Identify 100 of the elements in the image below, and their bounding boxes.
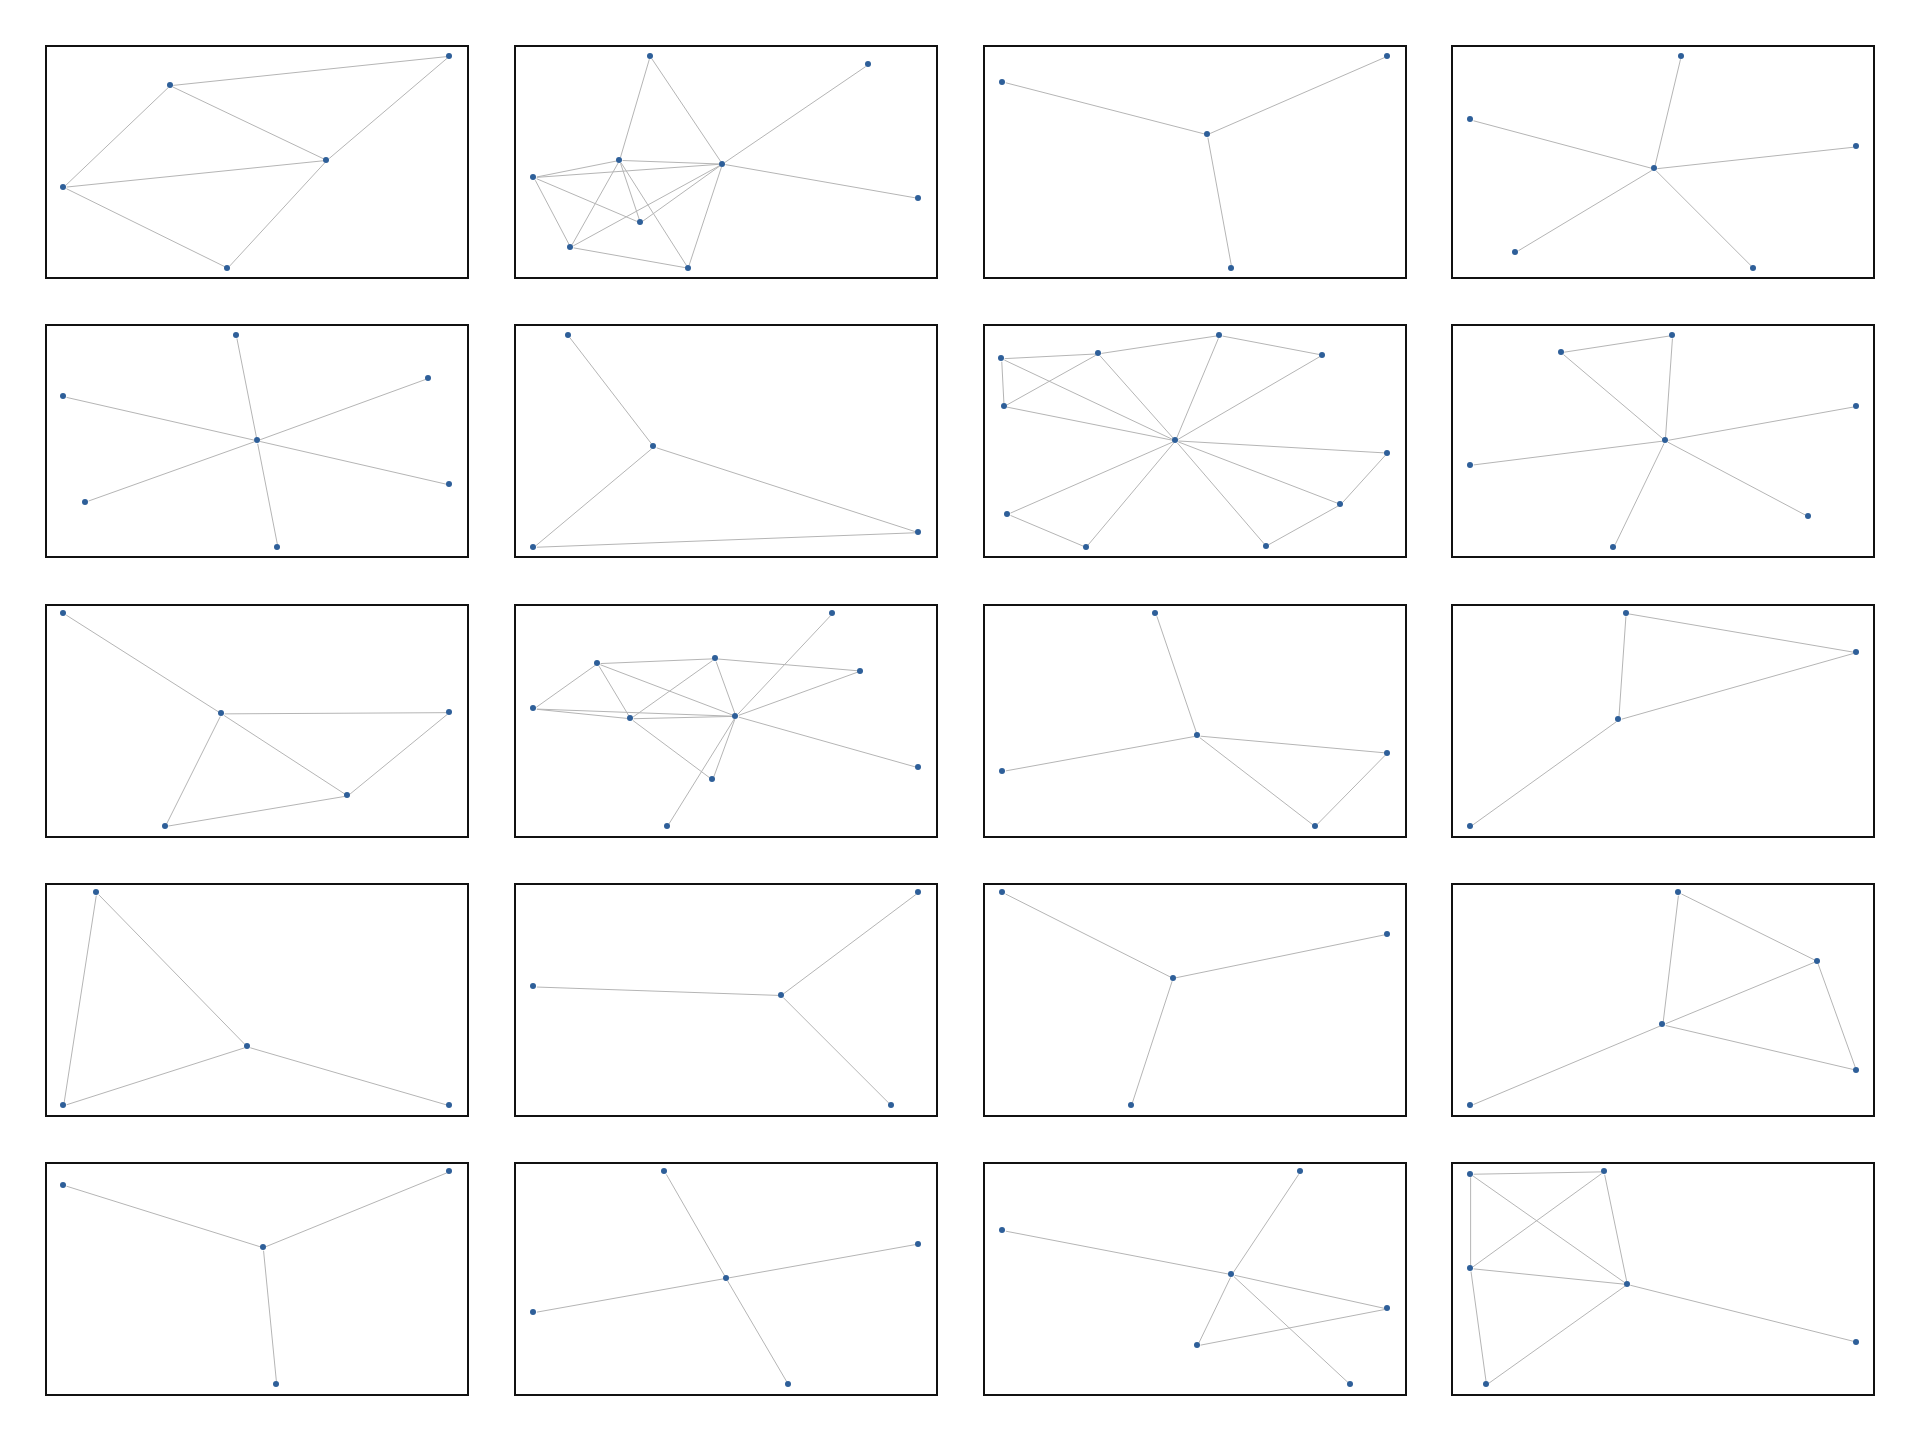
graph-node	[999, 889, 1006, 896]
graph-node	[718, 160, 725, 167]
edge-line	[1665, 961, 1815, 1025]
graph-node	[1152, 609, 1159, 616]
graph-node	[564, 332, 571, 338]
graph-node	[344, 792, 351, 799]
edge-line	[651, 58, 722, 163]
graph-node	[1467, 1102, 1474, 1109]
edge-line	[724, 164, 916, 199]
graph-node	[1228, 1271, 1235, 1278]
graph-node	[1813, 957, 1820, 964]
edge-line	[1207, 137, 1232, 266]
graph-node	[914, 194, 921, 201]
edge-line	[620, 162, 688, 267]
graph-node	[1615, 716, 1622, 723]
edge-line	[1099, 355, 1174, 440]
graph-panel	[1451, 1162, 1875, 1396]
graph-node	[1852, 649, 1859, 656]
edge-line	[1817, 963, 1856, 1068]
graph-node	[785, 1381, 792, 1388]
edge-line	[1177, 441, 1339, 504]
graph-node	[684, 264, 691, 271]
edge-line	[656, 447, 916, 533]
edge-line	[536, 163, 720, 178]
graph-panel	[514, 324, 938, 559]
edge-line	[536, 708, 734, 717]
graph-node	[1852, 1066, 1859, 1073]
edge-line	[1006, 406, 1174, 441]
graph-node	[864, 61, 871, 68]
edge-line	[632, 720, 711, 779]
graph-node	[445, 481, 452, 488]
edge-line	[536, 1278, 724, 1313]
graph-node	[445, 1102, 452, 1109]
graph-node	[530, 543, 537, 550]
edge-line	[620, 162, 640, 221]
edge-line	[172, 56, 447, 86]
graph-node	[998, 355, 1005, 362]
edge-line	[619, 58, 650, 159]
edge-line	[668, 718, 735, 825]
edge-line	[1100, 335, 1218, 354]
graph-panel	[45, 45, 469, 280]
graph-node	[627, 715, 634, 722]
edge-line	[259, 378, 427, 441]
graph-node	[1623, 1280, 1630, 1287]
graph-node	[530, 983, 537, 990]
edge-line	[535, 664, 596, 708]
graph-node	[616, 156, 623, 163]
edge-line	[1473, 1268, 1625, 1285]
graph-node	[1467, 1265, 1474, 1272]
edge-line	[1563, 354, 1664, 440]
graph-node	[82, 498, 89, 505]
graph-node	[1172, 437, 1178, 444]
edge-line	[534, 179, 570, 246]
graph-panel	[514, 45, 938, 280]
edge-line	[1001, 361, 1005, 405]
edge-line	[1342, 454, 1386, 503]
edge-line	[1488, 1285, 1626, 1384]
edge-line	[65, 188, 226, 268]
edge-line	[1156, 615, 1198, 734]
edge-line	[349, 714, 448, 795]
graph-node	[1805, 513, 1812, 520]
edge-line	[1629, 1284, 1854, 1342]
edge-line	[572, 165, 721, 247]
edge-line	[236, 337, 258, 439]
graph-node	[999, 767, 1006, 774]
graph-node	[218, 710, 225, 717]
edge-line	[1662, 895, 1679, 1023]
edge-line	[724, 66, 867, 163]
graph-node	[1650, 165, 1657, 172]
edge-line	[665, 1173, 726, 1277]
edge-line	[1473, 1171, 1602, 1175]
graph-panel	[1451, 882, 1875, 1117]
edge-line	[1005, 735, 1196, 772]
graph-node	[224, 264, 231, 271]
edge-line	[599, 664, 734, 716]
graph-node	[636, 219, 643, 226]
graph-node	[274, 543, 281, 550]
edge-line	[98, 894, 246, 1046]
edge-line	[224, 712, 447, 715]
graph-node	[1610, 543, 1617, 550]
edge-line	[573, 247, 686, 269]
edge-line	[229, 162, 326, 267]
graph-panel	[45, 1162, 469, 1396]
edge-line	[536, 986, 779, 996]
graph-node	[1467, 1170, 1474, 1177]
graph-node	[425, 374, 432, 381]
graph-node	[999, 1227, 1006, 1234]
graph-node	[323, 156, 330, 163]
graph-node	[1669, 332, 1676, 338]
graph-node	[1203, 131, 1210, 138]
graph-node	[1127, 1102, 1134, 1109]
graph-node	[1194, 732, 1201, 739]
graph-node	[914, 1240, 921, 1247]
edge-line	[1628, 613, 1854, 653]
graph-node	[1262, 542, 1269, 549]
graph-node	[1169, 974, 1176, 981]
graph-node	[445, 1168, 452, 1175]
graph-node	[1383, 930, 1390, 937]
graph-panel	[983, 45, 1407, 280]
graph-node	[60, 393, 67, 400]
